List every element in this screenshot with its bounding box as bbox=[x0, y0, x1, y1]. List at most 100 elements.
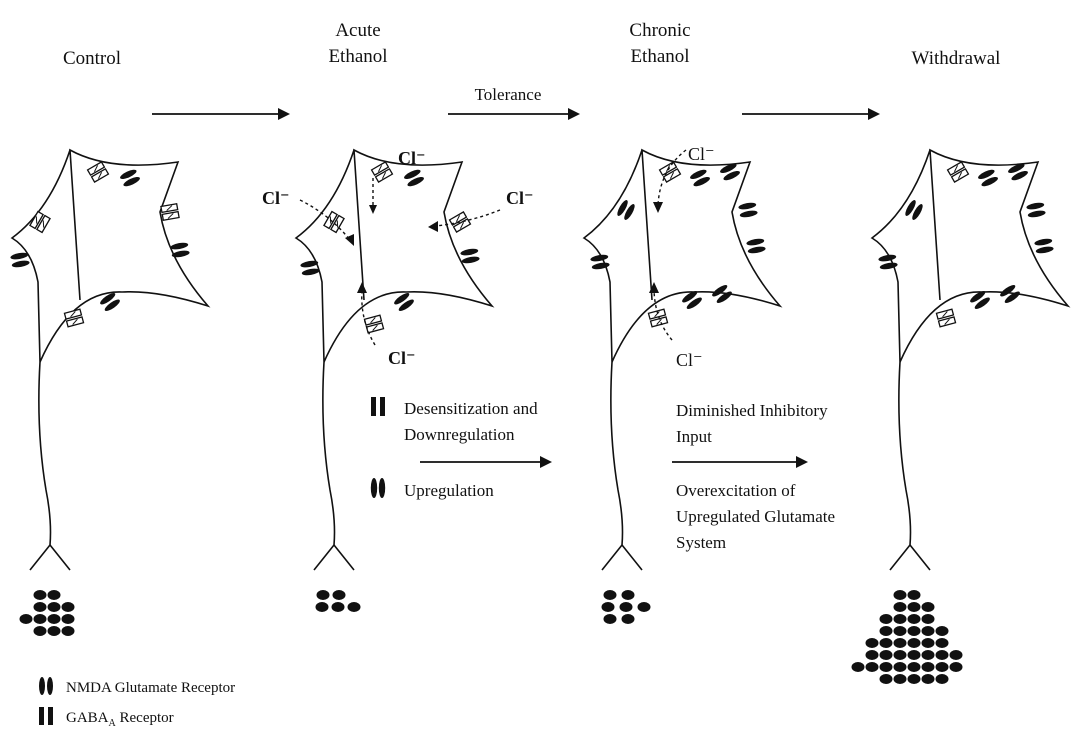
synaptic-vesicle bbox=[638, 602, 651, 612]
synaptic-vesicle bbox=[894, 650, 907, 660]
nmda-receptor bbox=[460, 248, 480, 265]
synaptic-vesicle bbox=[894, 626, 907, 636]
legend-gaba-icon bbox=[39, 707, 53, 725]
synaptic-vesicle bbox=[922, 614, 935, 624]
chloride-label-acute-top: Cl⁻ bbox=[398, 148, 426, 168]
chloride-label-chronic-bottom: Cl⁻ bbox=[676, 350, 703, 370]
legend-gaba-label: GABAA Receptor bbox=[66, 710, 174, 729]
synaptic-vesicle bbox=[20, 614, 33, 624]
synaptic-vesicle bbox=[936, 638, 949, 648]
synaptic-vesicle bbox=[936, 662, 949, 672]
neuron-control bbox=[10, 150, 208, 636]
synaptic-vesicle bbox=[604, 614, 617, 624]
tolerance-label: Tolerance bbox=[475, 85, 542, 104]
stage-title-chronic-line2: Ethanol bbox=[630, 46, 689, 67]
neuron-acute-ethanol bbox=[296, 150, 492, 612]
gaba-receptor bbox=[948, 162, 969, 182]
synaptic-vesicle bbox=[348, 602, 361, 612]
arrow-desensitization bbox=[420, 456, 552, 468]
axon bbox=[899, 362, 911, 545]
synaptic-vesicle bbox=[620, 602, 633, 612]
desensitization-label-line2: Downregulation bbox=[404, 425, 515, 444]
arrow-diminished bbox=[672, 456, 808, 468]
arrow-control-to-acute bbox=[152, 108, 290, 120]
nmda-receptor bbox=[738, 202, 758, 219]
nmda-receptor bbox=[393, 291, 416, 313]
synaptic-vesicle bbox=[866, 662, 879, 672]
upregulation-label: Upregulation bbox=[404, 481, 494, 500]
axon-terminal bbox=[890, 545, 930, 570]
synaptic-vesicle bbox=[332, 602, 345, 612]
desensitization-icon bbox=[371, 397, 385, 416]
legend-gaba-suffix: Receptor bbox=[116, 710, 174, 726]
nmda-receptor bbox=[119, 168, 141, 188]
synaptic-vesicle bbox=[922, 674, 935, 684]
synaptic-vesicle bbox=[622, 614, 635, 624]
neuron-chronic-ethanol bbox=[584, 150, 780, 624]
axon bbox=[39, 362, 51, 545]
gaba-receptor bbox=[30, 212, 50, 233]
gaba-receptor bbox=[372, 162, 393, 182]
nmda-receptor bbox=[903, 199, 924, 222]
neuron-body-outline bbox=[872, 150, 1068, 362]
nmda-receptor bbox=[1034, 238, 1054, 255]
synaptic-vesicle bbox=[48, 614, 61, 624]
overexcitation-label-line2: Upregulated Glutamate bbox=[676, 507, 835, 526]
neuron-body-outline bbox=[584, 150, 780, 362]
synaptic-vesicle bbox=[936, 650, 949, 660]
axon-terminal bbox=[30, 545, 70, 570]
synaptic-vesicle bbox=[894, 614, 907, 624]
synaptic-vesicle bbox=[317, 590, 330, 600]
synaptic-vesicle bbox=[48, 602, 61, 612]
synaptic-vesicle bbox=[922, 662, 935, 672]
synaptic-vesicle bbox=[908, 650, 921, 660]
synaptic-vesicle bbox=[62, 614, 75, 624]
synaptic-vesicle bbox=[622, 590, 635, 600]
nmda-receptor bbox=[999, 283, 1022, 305]
nmda-receptor bbox=[689, 168, 711, 188]
synaptic-vesicle bbox=[894, 662, 907, 672]
nmda-receptor bbox=[977, 168, 999, 188]
arrow-chronic-to-withdrawal bbox=[742, 108, 880, 120]
synaptic-vesicle bbox=[908, 662, 921, 672]
synaptic-vesicle bbox=[894, 674, 907, 684]
synaptic-vesicle bbox=[604, 590, 617, 600]
desensitization-label-line1: Desensitization and bbox=[404, 399, 538, 418]
synaptic-vesicle bbox=[333, 590, 346, 600]
synaptic-vesicle bbox=[950, 662, 963, 672]
nmda-receptor bbox=[711, 283, 734, 305]
nmda-receptor bbox=[403, 168, 425, 188]
nmda-receptor bbox=[10, 252, 30, 269]
synaptic-vesicle bbox=[880, 638, 893, 648]
synaptic-vesicle bbox=[34, 614, 47, 624]
synaptic-vesicle bbox=[880, 626, 893, 636]
synaptic-vesicle bbox=[34, 602, 47, 612]
synaptic-vesicle bbox=[880, 662, 893, 672]
synaptic-vesicle bbox=[62, 602, 75, 612]
synaptic-vesicle bbox=[908, 590, 921, 600]
synaptic-vesicle bbox=[894, 638, 907, 648]
neuron-body-outline bbox=[296, 150, 492, 362]
axon-terminal bbox=[314, 545, 354, 570]
gaba-receptor bbox=[161, 204, 179, 221]
synaptic-vesicle bbox=[922, 638, 935, 648]
overexcitation-label-line1: Overexcitation of bbox=[676, 481, 796, 500]
gaba-receptor bbox=[88, 162, 109, 182]
synaptic-vesicle bbox=[866, 650, 879, 660]
gaba-receptor bbox=[64, 309, 83, 327]
chloride-label-chronic-top: Cl⁻ bbox=[688, 144, 715, 164]
legend-nmda-icon bbox=[39, 677, 53, 695]
nmda-receptor bbox=[615, 199, 636, 222]
arrow-acute-to-chronic bbox=[448, 108, 580, 120]
chloride-label-acute-right: Cl⁻ bbox=[506, 188, 534, 208]
nmda-receptor bbox=[1026, 202, 1046, 219]
stage-title-withdrawal: Withdrawal bbox=[912, 48, 1001, 69]
axon-terminal bbox=[602, 545, 642, 570]
synaptic-vesicle bbox=[922, 650, 935, 660]
axon bbox=[323, 362, 335, 545]
synaptic-vesicle bbox=[936, 626, 949, 636]
nmda-receptor bbox=[746, 238, 766, 255]
gaba-receptor bbox=[648, 309, 667, 327]
synaptic-vesicle bbox=[48, 626, 61, 636]
